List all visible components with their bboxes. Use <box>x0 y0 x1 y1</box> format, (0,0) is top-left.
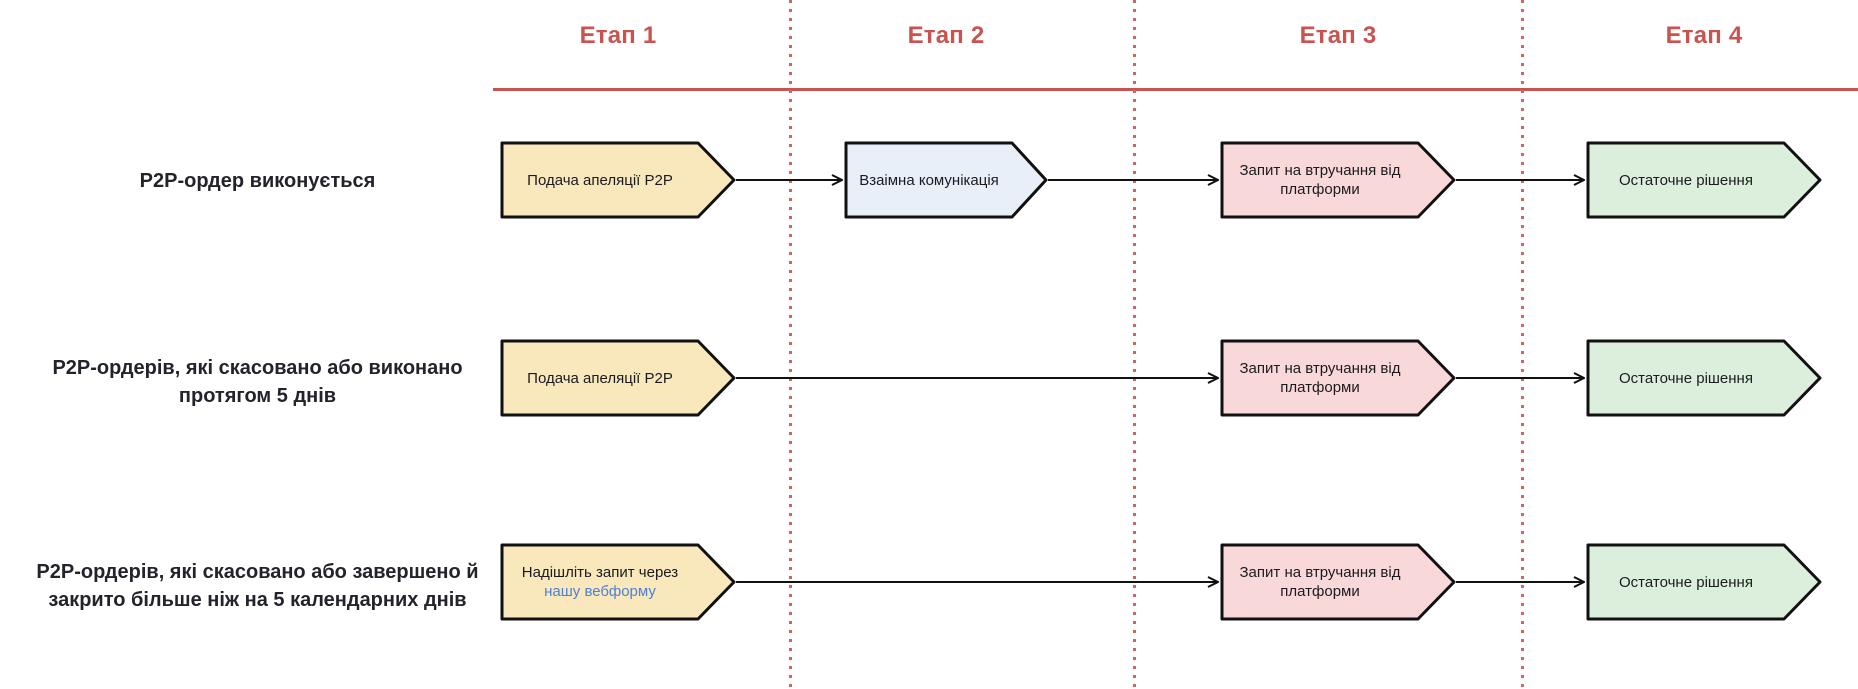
step-text: Остаточне рішення <box>1619 369 1753 387</box>
row-label-3-line-1: P2P-ордерів, які скасовано або завершено… <box>36 561 479 583</box>
step-row1-platform-intervention: Запит на втручання від платформи <box>1220 141 1456 219</box>
row-label-3-line-2: закрито більше ніж на 5 календарних днів <box>48 589 467 611</box>
row-label-3: P2P-ордерів, які скасовано або завершено… <box>0 558 515 614</box>
signal-shape <box>1586 339 1822 417</box>
step-row2-submit-appeal: Подача апеляції P2P <box>500 339 736 417</box>
step-text: Запит на втручання від платформи <box>1239 162 1401 198</box>
step-row2-platform-intervention: Запит на втручання від платформи <box>1220 339 1456 417</box>
step-text: Остаточне рішення <box>1619 171 1753 189</box>
header-rule <box>493 88 1858 91</box>
step-text: Запит на втручання від платформи <box>1239 564 1401 600</box>
step-text: Подача апеляції P2P <box>527 171 673 189</box>
step-row3-platform-intervention: Запит на втручання від платформи <box>1220 543 1456 621</box>
signal-shape <box>1220 543 1456 621</box>
row-label-2-line-1: P2P-ордерів, які скасовано або виконано <box>52 357 463 379</box>
step-row1-mutual-communication: Взаімна комунікація <box>844 141 1048 219</box>
step-text: Подача апеляції P2P <box>527 369 673 387</box>
row-label-1-line-1: P2P-ордер виконується <box>139 170 376 192</box>
step-row3-final-decision: Остаточне рішення <box>1586 543 1822 621</box>
stage-title-4: Етап 4 <box>1665 22 1743 49</box>
signal-shape <box>1220 339 1456 417</box>
row-label-2-line-2: протягом 5 днів <box>178 385 337 407</box>
signal-shape <box>500 339 736 417</box>
stage-title-2: Етап 2 <box>907 22 985 49</box>
step-text: Запит на втручання від платформи <box>1239 360 1401 396</box>
row-label-1: P2P-ордер виконується <box>0 167 515 195</box>
stage-separator-1 <box>789 0 792 689</box>
step-row1-final-decision: Остаточне рішення <box>1586 141 1822 219</box>
step-row1-submit-appeal: Подача апеляції P2P <box>500 141 736 219</box>
webform-link[interactable]: нашу вебформу <box>544 583 656 600</box>
step-row2-final-decision: Остаточне рішення <box>1586 339 1822 417</box>
row-label-2: P2P-ордерів, які скасовано або виконано … <box>0 354 515 410</box>
signal-shape <box>500 141 736 219</box>
signal-shape <box>1220 141 1456 219</box>
stage-separator-3 <box>1521 0 1524 689</box>
signal-shape <box>1586 141 1822 219</box>
step-text: Остаточне рішення <box>1619 573 1753 591</box>
signal-shape <box>500 543 736 621</box>
signal-shape <box>844 141 1048 219</box>
stage-title-1: Етап 1 <box>579 22 657 49</box>
step-row3-submit-webform: Надішліть запит через нашу вебформу <box>500 543 736 621</box>
stage-title-3: Етап 3 <box>1299 22 1377 49</box>
stage-separator-2 <box>1133 0 1136 689</box>
signal-shape <box>1586 543 1822 621</box>
step-text: Взаімна комунікація <box>859 171 999 189</box>
step-text: Надішліть запит через нашу вебформу <box>502 545 698 619</box>
